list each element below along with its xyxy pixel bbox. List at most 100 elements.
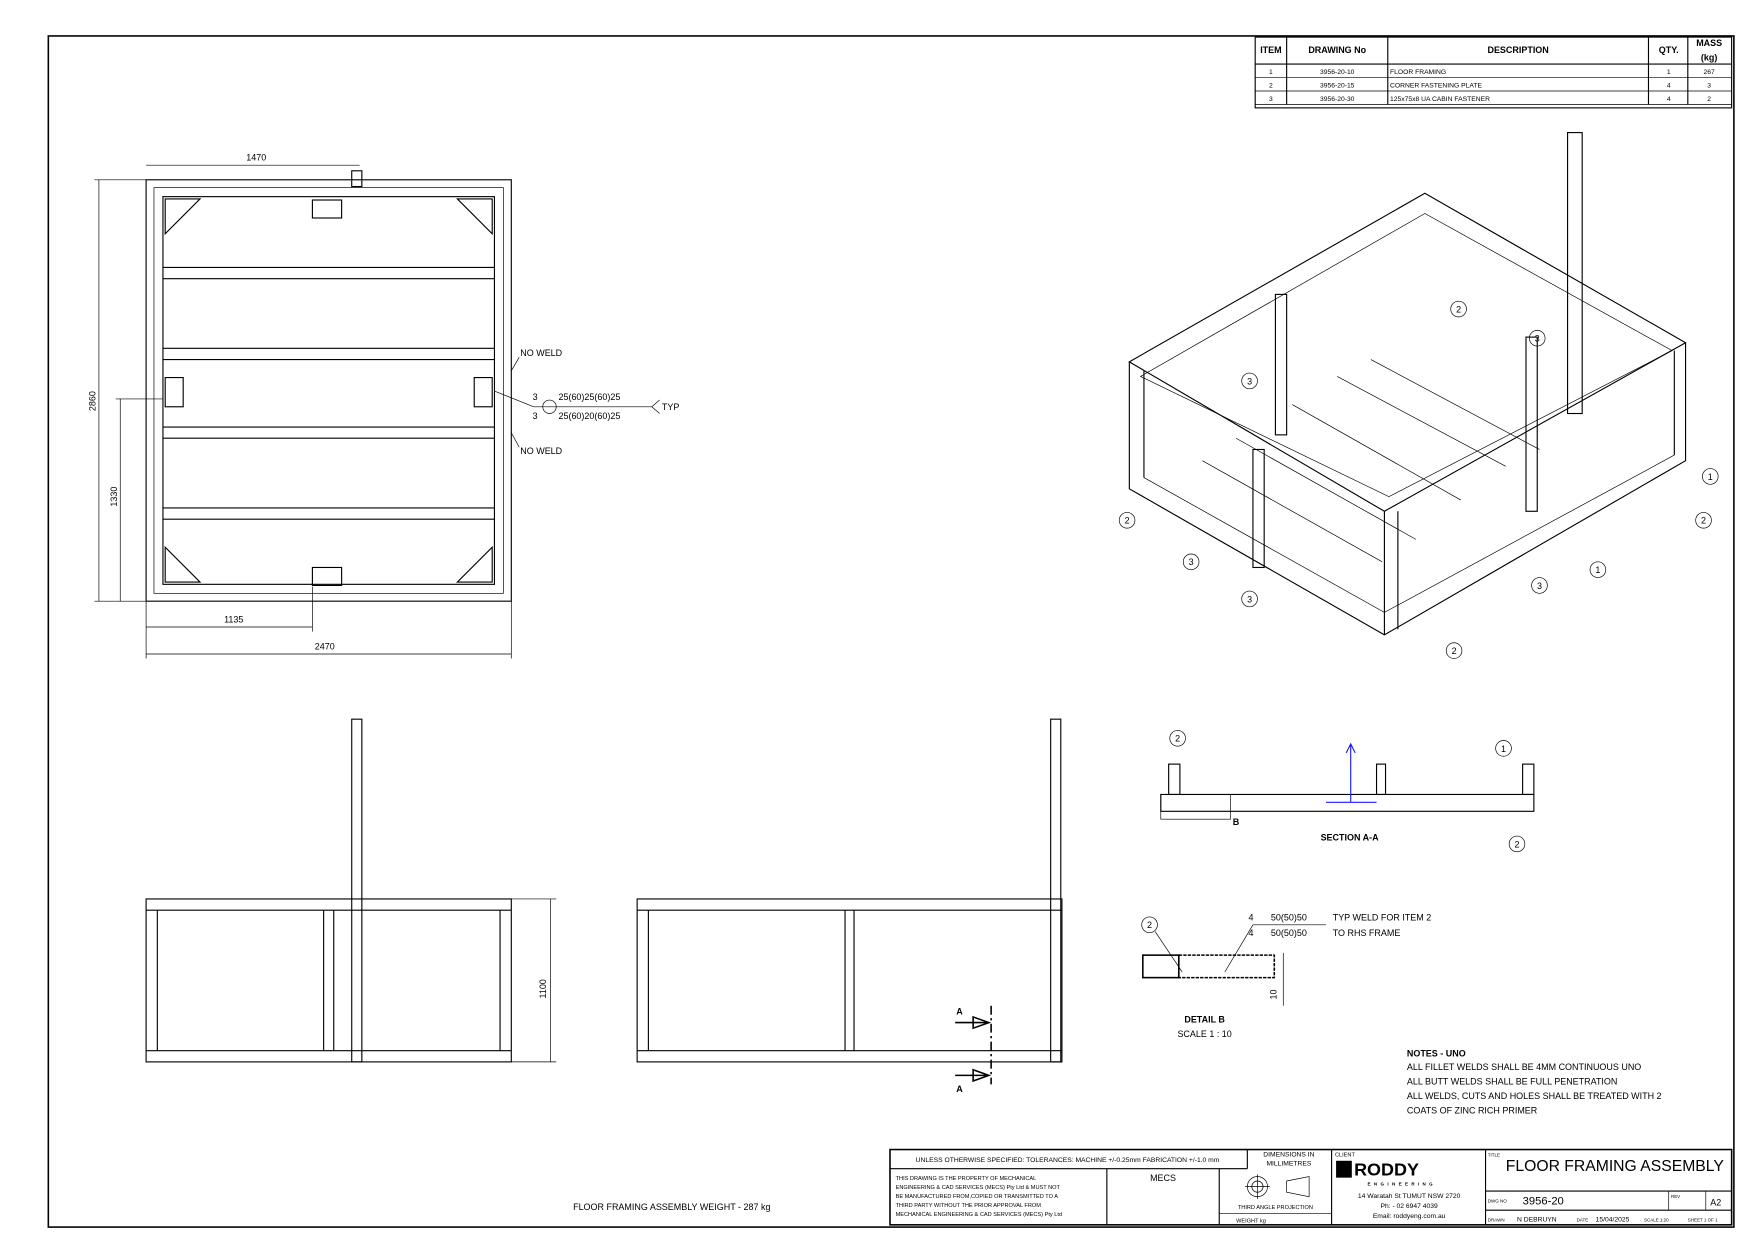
note-line: COATS OF ZINC RICH PRIMER <box>1407 1106 1538 1116</box>
property-notice: THIRD PARTY WITHOUT THE PRIOR APPROVAL F… <box>896 1203 1042 1209</box>
balloon: 3 <box>1247 376 1252 386</box>
bom-drawing-no: 3956-20-30 <box>1320 96 1355 103</box>
fastener-plate <box>473 377 493 408</box>
bom-mass: 3 <box>1707 83 1711 90</box>
corner-plate <box>164 545 202 583</box>
balloon: 3 <box>1537 581 1542 591</box>
bom-qty: 1 <box>1667 69 1671 76</box>
bom-row: 2 3956-20-15 CORNER FASTENING PLATE 4 3 <box>1269 83 1711 90</box>
corner-post <box>351 718 363 1063</box>
balloon: 2 <box>1456 304 1461 314</box>
sheet: SHEET 1 OF 1 <box>1688 1217 1718 1222</box>
sheet-border <box>47 35 1735 1228</box>
balloon: 1 <box>1501 744 1506 754</box>
client-phone: Ph: - 02 6947 4039 <box>1380 1203 1438 1210</box>
property-notice: BE MANUFACTURED FROM,COPIED OR TRANSMITT… <box>896 1194 1059 1200</box>
client-email: Email: roddyeng.com.au <box>1373 1213 1446 1220</box>
bom-header-item: ITEM <box>1260 45 1281 55</box>
dim-1470: 1470 <box>246 153 266 163</box>
bill-of-materials: ITEM DRAWING No DESCRIPTION QTY. MASS (k… <box>1254 36 1733 109</box>
rev-label: REV <box>1671 1194 1680 1199</box>
property-notice: ENGINEERING & CAD SERVICES (MECS) Pty Lt… <box>896 1185 1061 1191</box>
bom-header-qty: QTY. <box>1659 45 1679 55</box>
weld-note: TO RHS FRAME <box>1333 928 1401 938</box>
no-weld-label: NO WELD <box>520 348 562 358</box>
detail-scale: SCALE 1 : 10 <box>1177 1029 1231 1039</box>
weld-size: 3 <box>533 392 538 402</box>
client-logo: RODDY <box>1354 1159 1419 1179</box>
title-block: UNLESS OTHERWISE SPECIFIED: TOLERANCES: … <box>889 1148 1733 1226</box>
corner-post <box>1050 718 1062 1063</box>
note-line: ALL BUTT WELDS SHALL BE FULL PENETRATION <box>1407 1076 1618 1086</box>
balloon: 2 <box>1452 646 1457 656</box>
balloon: 2 <box>1125 516 1130 526</box>
weight-label: WEIGHT kg <box>1236 1219 1266 1225</box>
balloon: 2 <box>1147 920 1152 930</box>
section-mark-top: A <box>956 1007 963 1017</box>
detail-title: DETAIL B <box>1184 1015 1225 1025</box>
date: 15/04/2025 <box>1596 1216 1630 1223</box>
drawn-by: N DEBRUYN <box>1517 1216 1557 1223</box>
dim-2470: 2470 <box>315 641 335 651</box>
dimensions-unit: DIMENSIONS IN <box>1263 1151 1314 1158</box>
weld-size: 4 <box>1248 912 1253 922</box>
tolerances: UNLESS OTHERWISE SPECIFIED: TOLERANCES: … <box>916 1157 1220 1164</box>
scale: SCALE 1:20 <box>1644 1217 1669 1222</box>
bom-description: CORNER FASTENING PLATE <box>1390 83 1482 90</box>
bom-item: 1 <box>1269 69 1273 76</box>
bom-header-description: DESCRIPTION <box>1487 45 1548 55</box>
corner-post <box>1567 132 1583 415</box>
isometric-view: 2 3 3 3 1 2 2 3 1 3 2 <box>1118 132 1719 659</box>
detail-ref: B <box>1233 817 1240 827</box>
bom-qty: 4 <box>1667 96 1671 103</box>
assembly-weight: FLOOR FRAMING ASSEMBLY WEIGHT - 287 kg <box>573 1202 770 1212</box>
mecs-logo: MECS <box>1150 1173 1176 1183</box>
projection-label: THIRD ANGLE PROJECTION <box>1238 1205 1313 1211</box>
balloon: 1 <box>1708 472 1713 482</box>
weld-size: 3 <box>533 411 538 421</box>
balloon: 3 <box>1247 594 1252 604</box>
fastener-plate <box>311 566 343 587</box>
dwg-no-label: DWG NO <box>1488 1198 1507 1203</box>
dwg-no: 3956-20 <box>1523 1196 1564 1208</box>
balloon: 2 <box>1515 839 1520 849</box>
bom-item: 2 <box>1269 83 1273 90</box>
bom-qty: 4 <box>1667 83 1671 90</box>
bom-mass: 2 <box>1707 96 1711 103</box>
notes-title: NOTES - UNO <box>1407 1048 1466 1058</box>
dim-1135: 1135 <box>224 615 243 625</box>
side-elevation: A A <box>636 718 1063 1094</box>
property-notice: THIS DRAWING IS THE PROPERTY OF MECHANIC… <box>896 1176 1037 1182</box>
plan-view: 1470 2860 1330 1135 2470 NO WELD 3 3 25(… <box>88 153 679 659</box>
balloon: 1 <box>1595 565 1600 575</box>
section-title: SECTION A-A <box>1321 833 1379 843</box>
weld-symbol: NO WELD 3 3 25(60)25(60)25 25(60)20(60)2… <box>494 348 679 456</box>
balloon: 3 <box>1535 334 1540 344</box>
balloon: 2 <box>1701 516 1706 526</box>
fastener-plate <box>311 199 343 219</box>
detail-b: 2 4 4 50(50)50 50(50)50 TYP WELD FOR ITE… <box>1141 912 1431 1039</box>
bom-drawing-no: 3956-20-15 <box>1320 83 1355 90</box>
weld-tail: TYP <box>662 402 679 412</box>
weld-spec: 50(50)50 <box>1271 928 1307 938</box>
bom-description: 125x75x8 UA CABIN FASTENER <box>1390 96 1490 103</box>
balloon: 3 <box>1189 557 1194 567</box>
balloon: 2 <box>1175 734 1180 744</box>
dim-1330: 1330 <box>109 487 119 507</box>
client-logo-mark <box>1336 1160 1352 1178</box>
dim-2860: 2860 <box>88 391 98 411</box>
bom-header-mass: MASS <box>1696 38 1722 48</box>
bom-description: FLOOR FRAMING <box>1390 69 1446 76</box>
dimensions-unit: MILLIMETRES <box>1266 1160 1311 1167</box>
weld-size: 4 <box>1248 928 1253 938</box>
dim-10: 10 <box>1269 989 1279 999</box>
dim-1100: 1100 <box>538 979 548 998</box>
corner-plate <box>456 545 493 583</box>
client-label: CLIENT <box>1335 1152 1356 1158</box>
section-a-a: 2 1 2 B SECTION A-A <box>1160 730 1535 853</box>
client-address: 14 Waratah St TUMUT NSW 2720 <box>1358 1193 1461 1200</box>
weld-spec: 50(50)50 <box>1271 912 1307 922</box>
third-angle-projection-icon <box>1245 1174 1310 1199</box>
corner-plate <box>456 198 493 236</box>
